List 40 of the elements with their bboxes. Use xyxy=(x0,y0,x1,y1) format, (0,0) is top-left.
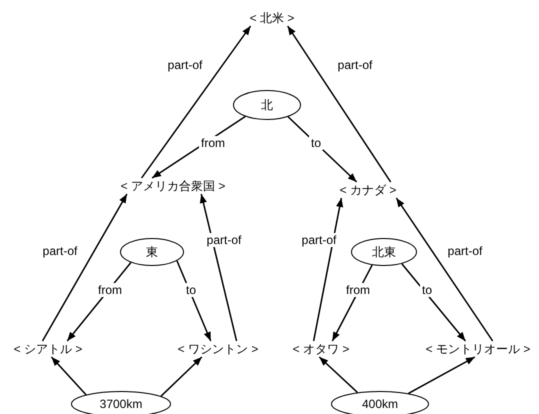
edge-label: from xyxy=(96,283,124,297)
node-text: < モントリオール > xyxy=(426,342,530,356)
node-text: < 北米 > xyxy=(250,11,294,25)
arrow xyxy=(140,26,252,178)
node-text: < シアトル > xyxy=(14,342,82,356)
edge-label: part-of xyxy=(300,233,338,247)
arrow xyxy=(401,263,466,342)
arrow xyxy=(312,198,344,342)
node-text: < ワシントン > xyxy=(178,342,258,356)
edge-label: from xyxy=(344,283,372,297)
node-text: 北東 xyxy=(372,245,396,259)
edge-label: part-of xyxy=(336,58,374,72)
edge-label: to xyxy=(184,283,198,297)
edge-label: to xyxy=(309,136,323,150)
edge-label: part-of xyxy=(446,244,484,258)
edge-label: part-of xyxy=(42,244,78,258)
arrow xyxy=(318,356,358,393)
arrow xyxy=(396,198,494,342)
edge-label: from xyxy=(199,136,227,150)
node-text: 400km xyxy=(362,397,398,411)
arrow xyxy=(176,260,212,342)
arrow xyxy=(200,194,238,342)
arrow xyxy=(50,356,87,396)
arrow xyxy=(408,356,476,394)
arrow xyxy=(287,26,392,182)
node-text: 3700km xyxy=(100,397,142,411)
ellipse-node xyxy=(120,238,184,266)
arrow xyxy=(160,356,202,397)
node-text: < アメリカ合衆国 > xyxy=(120,179,226,193)
node-text: < オタワ > xyxy=(292,342,350,356)
edge-label: part-of xyxy=(166,58,204,72)
node-text: 北 xyxy=(261,98,273,112)
ellipse-node xyxy=(351,238,417,266)
arrow xyxy=(42,194,128,342)
ellipse-node xyxy=(233,90,301,120)
edge-label: part-of xyxy=(204,233,244,247)
node-text: 東 xyxy=(146,245,158,259)
node-text: < カナダ > xyxy=(340,183,396,197)
arrow xyxy=(288,116,358,183)
edge-label: to xyxy=(420,283,434,297)
